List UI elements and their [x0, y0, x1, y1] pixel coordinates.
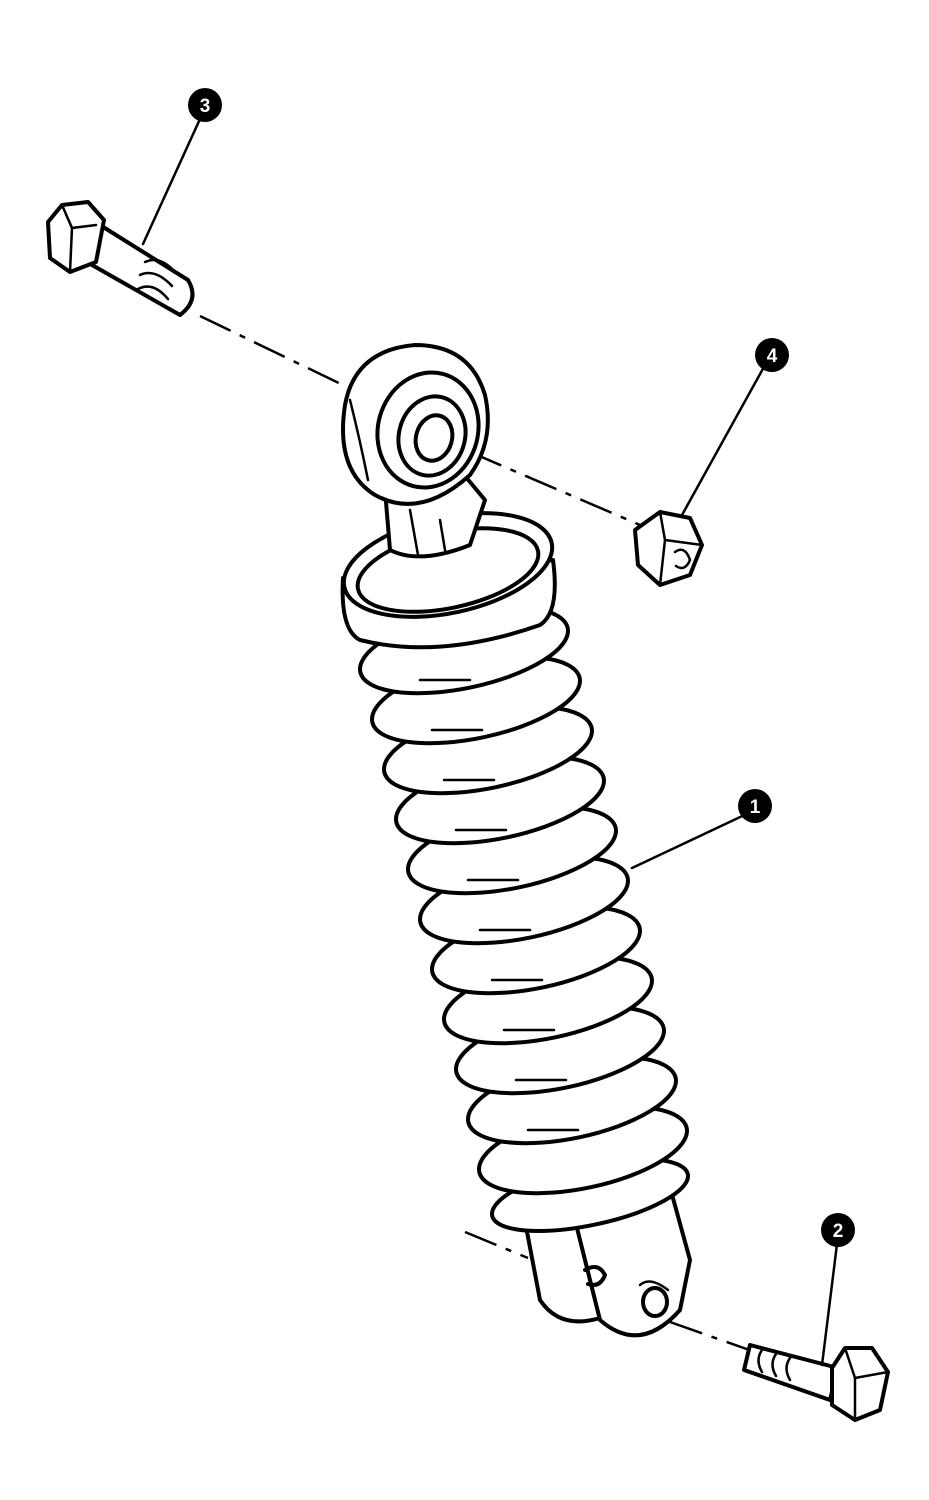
- shock-absorber: [340, 343, 692, 1338]
- leader-line-4: [680, 354, 772, 517]
- callout-4: 4: [755, 338, 789, 372]
- coil-spring: [358, 604, 691, 1233]
- leader-line-3: [141, 106, 207, 246]
- callout-number: 4: [767, 346, 778, 367]
- callout-number: 1: [750, 797, 761, 818]
- leader-line-2: [820, 1234, 840, 1367]
- callout-3: 3: [188, 88, 222, 122]
- leader-line-1: [630, 808, 757, 870]
- upper-eye-mount: [341, 343, 490, 559]
- assembly-axis-upper: [199, 314, 641, 527]
- callout-1: 1: [738, 789, 772, 823]
- callout-2: 2: [821, 1213, 855, 1247]
- assembly-axis-lower: [464, 1230, 756, 1354]
- upper-nut: [633, 510, 704, 587]
- callout-number: 3: [200, 96, 211, 117]
- upper-bolt: [46, 200, 195, 317]
- callout-number: 2: [833, 1221, 844, 1242]
- lower-bolt: [742, 1343, 890, 1422]
- upper-spring-seat: [340, 511, 557, 650]
